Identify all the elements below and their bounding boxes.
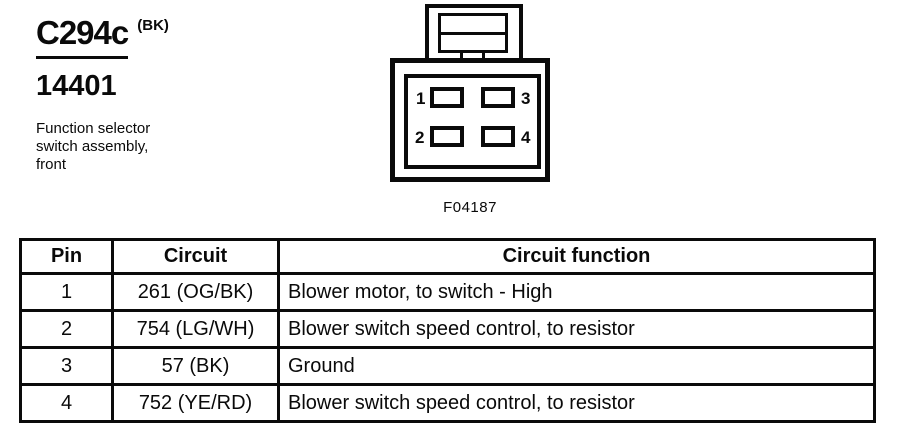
table-header-row: Pin Circuit Circuit function xyxy=(19,238,876,275)
circuit-cell: 754 (LG/WH) xyxy=(111,309,280,349)
connector-face-outline xyxy=(404,74,541,169)
pin-cavity-3 xyxy=(481,87,515,108)
pin-cell: 1 xyxy=(19,272,114,312)
connector-header: C294c (BK) 14401 Function selector switch… xyxy=(36,14,169,174)
pin-cavity-1 xyxy=(430,87,464,108)
connector-description: Function selector switch assembly, front xyxy=(36,120,151,173)
pin-number-label: 2 xyxy=(415,128,425,147)
column-header-pin: Pin xyxy=(19,238,114,275)
connector-title-row: C294c (BK) xyxy=(36,14,169,59)
table-row: 4 752 (YE/RD) Blower switch speed contro… xyxy=(19,383,876,423)
column-header-circuit: Circuit xyxy=(111,238,280,275)
circuit-cell: 752 (YE/RD) xyxy=(111,383,280,423)
connector-latch-tab xyxy=(425,4,523,60)
circuit-cell: 261 (OG/BK) xyxy=(111,272,280,312)
column-header-circuit-function: Circuit function xyxy=(277,238,876,275)
pin-cell: 4 xyxy=(19,383,114,423)
pin-number-label: 1 xyxy=(416,89,426,108)
figure-number: F04187 xyxy=(443,199,497,216)
connector-latch-tab-inner xyxy=(438,13,508,53)
pin-cell: 2 xyxy=(19,309,114,349)
connector-color-code: (BK) xyxy=(137,17,169,34)
connector-body-outline xyxy=(390,58,550,182)
circuit-function-cell: Blower motor, to switch - High xyxy=(277,272,876,312)
part-number: 14401 xyxy=(36,70,117,102)
circuit-function-cell: Blower switch speed control, to resistor xyxy=(277,309,876,349)
table-row: 3 57 (BK) Ground xyxy=(19,346,876,386)
connector-id: C294c xyxy=(36,14,129,59)
latch-tooth-line xyxy=(482,51,485,60)
circuit-function-cell: Blower switch speed control, to resistor xyxy=(277,383,876,423)
circuit-cell: 57 (BK) xyxy=(111,346,280,386)
pin-cavity-2 xyxy=(430,126,464,147)
circuit-function-cell: Ground xyxy=(277,346,876,386)
pin-number-label: 3 xyxy=(521,89,531,108)
pin-number-label: 4 xyxy=(521,128,531,147)
table-row: 1 261 (OG/BK) Blower motor, to switch - … xyxy=(19,272,876,312)
latch-tooth-line xyxy=(460,51,463,60)
pin-cavity-4 xyxy=(481,126,515,147)
latch-divider-line xyxy=(441,32,505,35)
pin-cell: 3 xyxy=(19,346,114,386)
pinout-table: Pin Circuit Circuit function 1 261 (OG/B… xyxy=(19,238,876,423)
table-row: 2 754 (LG/WH) Blower switch speed contro… xyxy=(19,309,876,349)
